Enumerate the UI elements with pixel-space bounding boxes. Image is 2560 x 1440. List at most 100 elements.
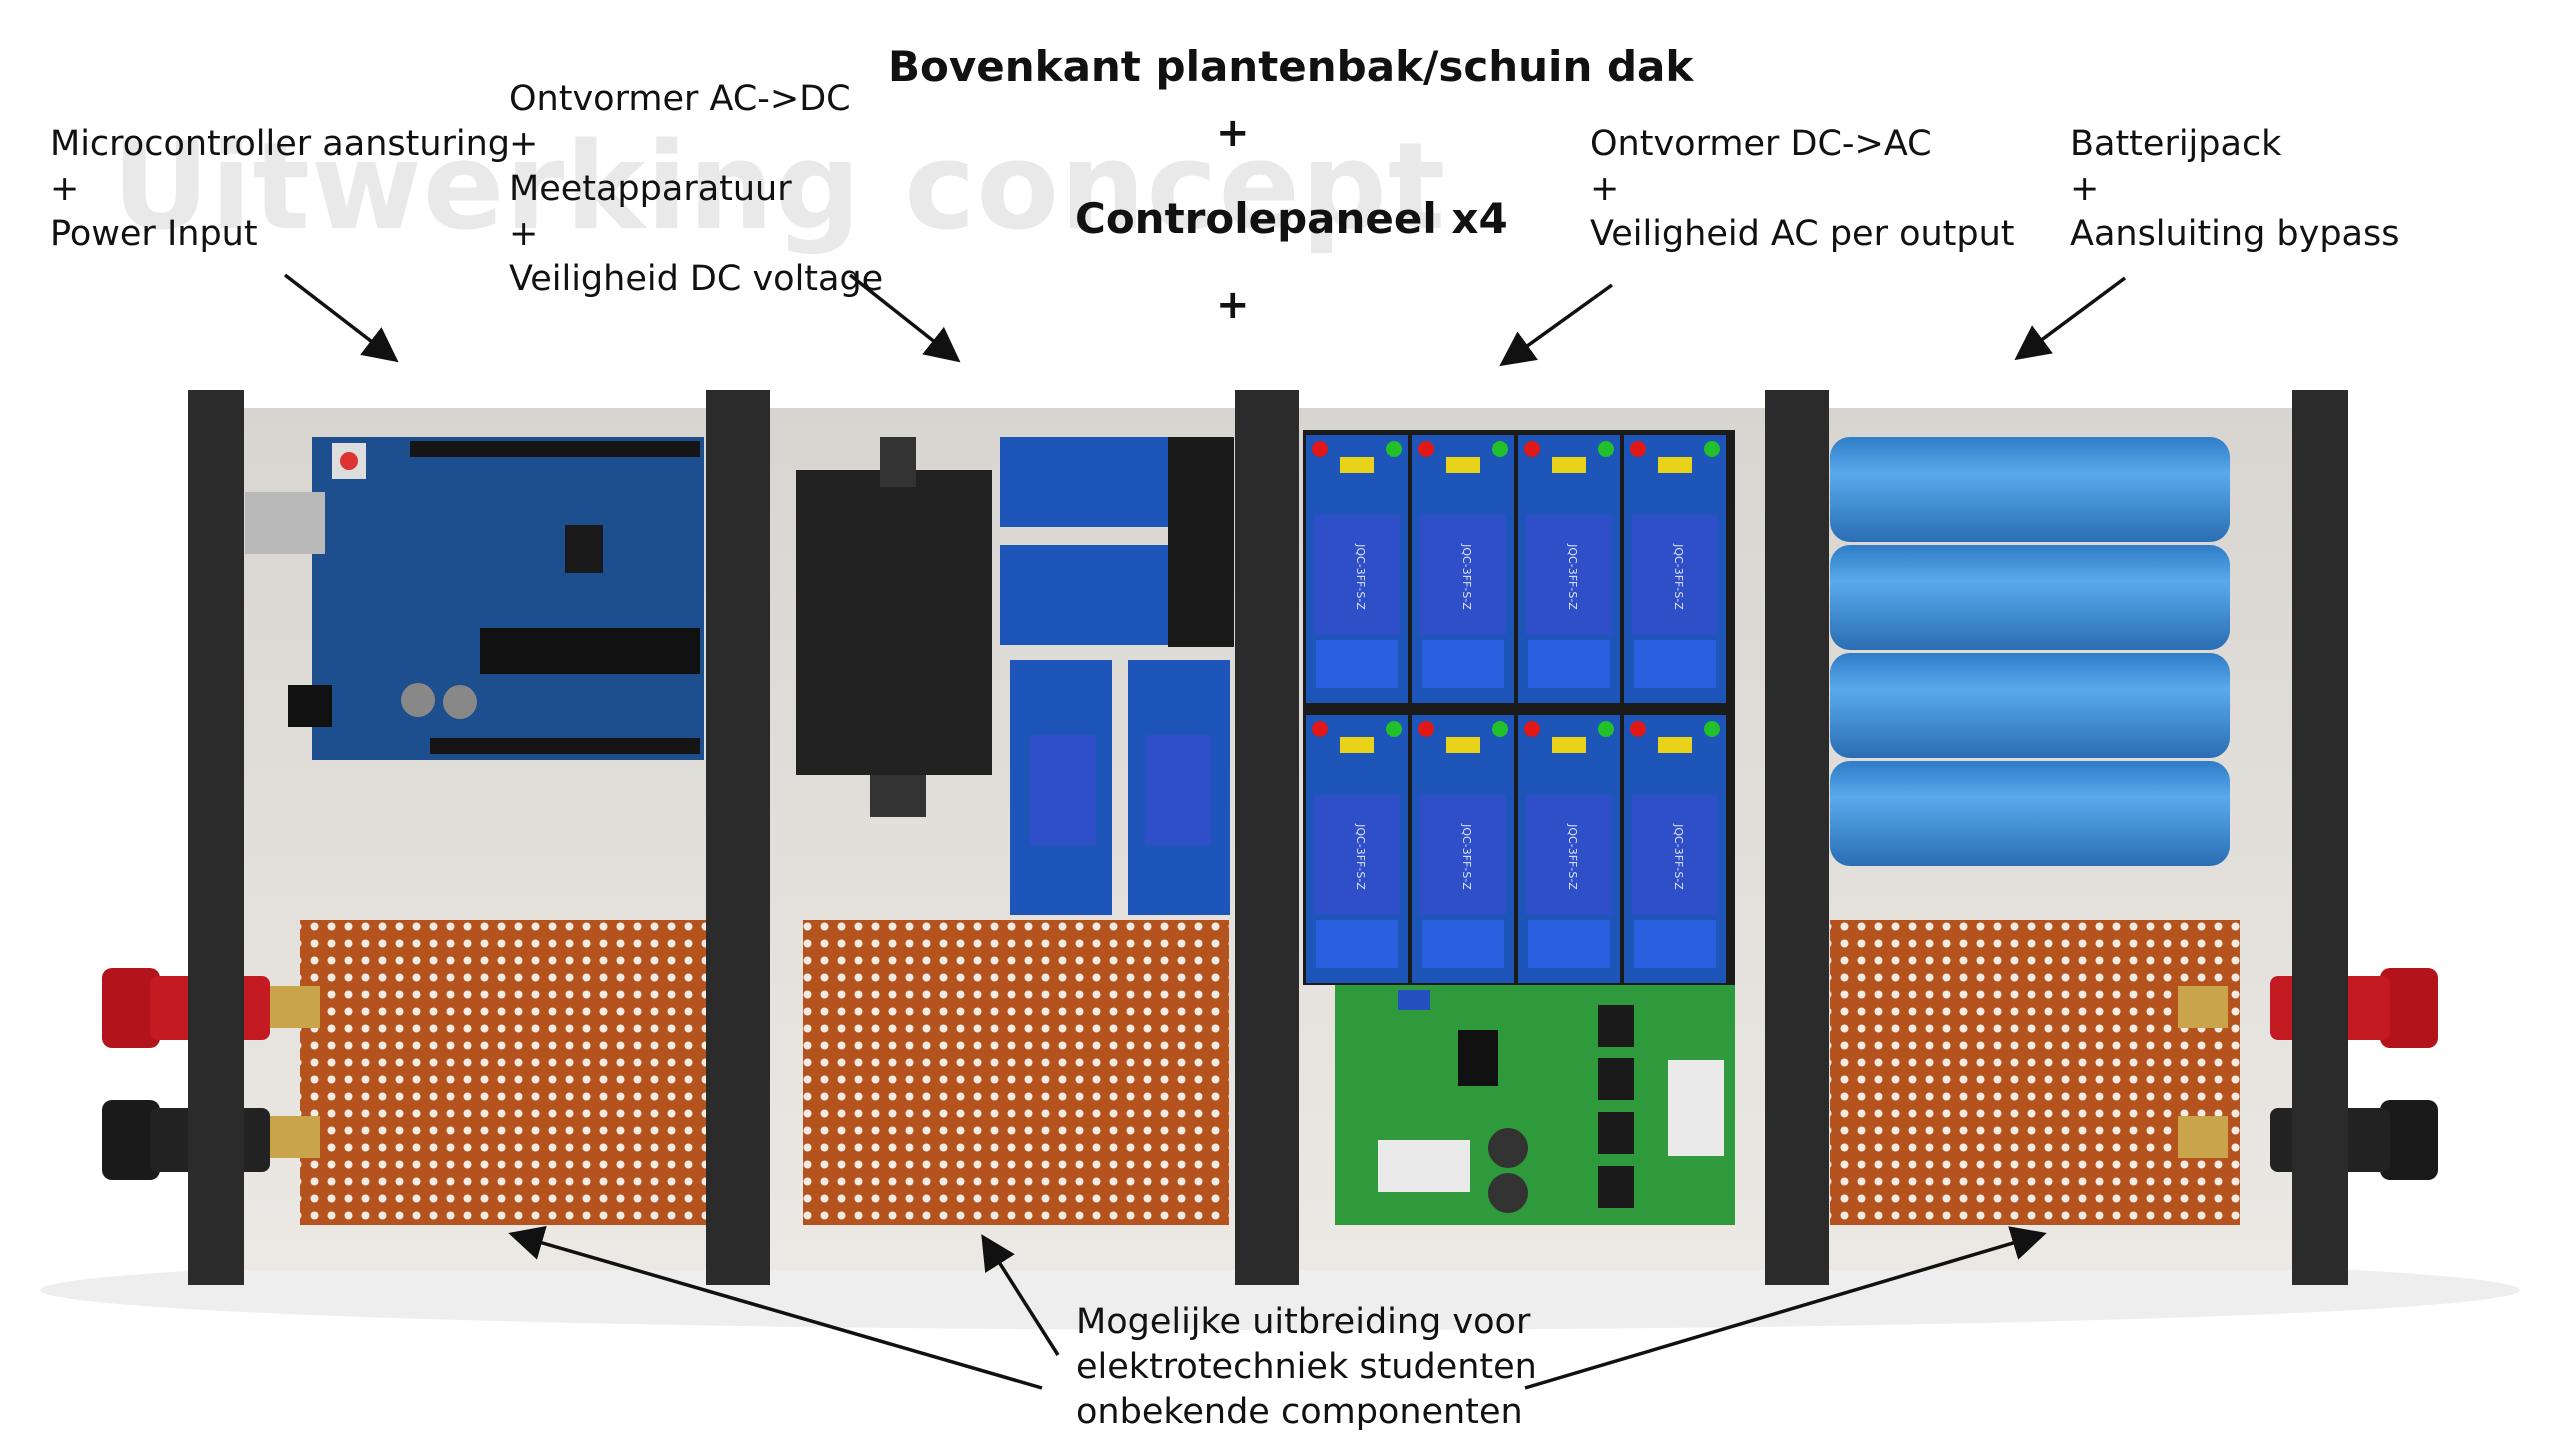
- header-bottom: [430, 738, 700, 754]
- perfboard-3: [1830, 920, 2240, 1225]
- arrow-expansion-left: [508, 1226, 1043, 1390]
- terminal-red-left: [102, 968, 160, 1048]
- relay-led-green-6: [1492, 721, 1508, 737]
- relay-model-label: JQC-3FF-S-Z: [1460, 823, 1473, 890]
- annotation-dc-ac: Ontvormer DC->AC + Veiligheid AC per out…: [1590, 124, 2015, 254]
- brass-nut-2: [270, 1116, 320, 1158]
- mosfet-3: [1598, 1112, 1634, 1154]
- capacitor-1: [401, 683, 435, 717]
- relay-terminal-2: [1422, 640, 1504, 688]
- annotation-battery: Batterijpack + Aansluiting bypass: [2070, 124, 2400, 254]
- relay-led-green-3: [1598, 441, 1614, 457]
- relay-led-green-1: [1386, 441, 1402, 457]
- power-supply-module: [796, 470, 992, 775]
- input-terminal: [1378, 1140, 1470, 1192]
- relay-led-red-5: [1312, 721, 1328, 737]
- terminal-red-right: [2380, 968, 2438, 1048]
- relay-grid: JQC-3FF-S-Z JQC-3FF-S-Z JQC-3FF-S-Z JQC-3FF…: [1306, 435, 1726, 983]
- sensor-board-2: [1000, 545, 1168, 645]
- relay-terminal-5: [1316, 920, 1398, 968]
- arrow-dc-ac: [1499, 283, 1614, 367]
- relay-small-2: [1145, 735, 1211, 845]
- mosfet-1: [1598, 1005, 1634, 1047]
- brass-nut-4: [2178, 1116, 2228, 1158]
- relay-4: [1632, 515, 1718, 635]
- electrolytic-cap-1: [1488, 1128, 1528, 1168]
- brass-nut-3: [2178, 986, 2228, 1028]
- driver-ic: [1458, 1030, 1498, 1086]
- battery-cell-1: [1830, 437, 2230, 542]
- relay-3: [1526, 515, 1612, 635]
- output-terminal: [1668, 1060, 1724, 1156]
- smd-chip: [565, 525, 603, 573]
- background-title: Uitwerking concept: [112, 118, 1447, 257]
- ac-dc-section: [796, 437, 1234, 1225]
- mosfet-2: [1598, 1058, 1634, 1100]
- relay-header-7: [1552, 737, 1586, 753]
- relay-led-green-4: [1704, 441, 1720, 457]
- relay-5: [1314, 795, 1400, 915]
- relay-header-1: [1340, 457, 1374, 473]
- terminal-block: [1168, 437, 1234, 647]
- arrow-ac-dc: [848, 273, 961, 363]
- usb-port: [245, 492, 325, 554]
- relay-led-green-2: [1492, 441, 1508, 457]
- annotation-ac-dc: Ontvormer AC->DC + Meetapparatuur + Veil…: [509, 79, 884, 299]
- relay-terminal-6: [1422, 920, 1504, 968]
- relay-2: [1420, 515, 1506, 635]
- battery-section: [1830, 437, 2240, 1225]
- frame-upright-3: [1235, 390, 1299, 1285]
- terminal-black-right: [2380, 1100, 2438, 1180]
- relay-8: [1632, 795, 1718, 915]
- frame-upright-1: [188, 390, 244, 1285]
- arrow-expansion-right: [1524, 1226, 2047, 1390]
- battery-cell-3: [1830, 653, 2230, 758]
- perfboard-2: [803, 920, 1229, 1225]
- battery-cell-2: [1830, 545, 2230, 650]
- relay-1: [1314, 515, 1400, 635]
- relay-header-3: [1552, 457, 1586, 473]
- perfboard-1: [300, 920, 710, 1225]
- relay-terminal-3: [1528, 640, 1610, 688]
- frame-upright-2: [706, 390, 770, 1285]
- brass-nut-1: [270, 986, 320, 1028]
- relay-led-green-5: [1386, 721, 1402, 737]
- relay-terminal-4: [1634, 640, 1716, 688]
- annotation-microcontroller: Microcontroller aansturing + Power Input: [50, 124, 511, 254]
- right-terminals: [2178, 968, 2438, 1180]
- relay-led-red-3: [1524, 441, 1540, 457]
- frame-upright-4: [1765, 390, 1829, 1285]
- relay-model-label: JQC-3FF-S-Z: [1672, 543, 1685, 610]
- relay-terminal-7: [1528, 920, 1610, 968]
- relay-model-label: JQC-3FF-S-Z: [1354, 823, 1367, 890]
- relay-7: [1526, 795, 1612, 915]
- relay-header-6: [1446, 737, 1480, 753]
- terminal-black-left: [102, 1100, 160, 1180]
- relay-model-label: JQC-3FF-S-Z: [1566, 543, 1579, 610]
- dc-ac-section: JQC-3FF-S-Z JQC-3FF-S-Z JQC-3FF-S-Z JQC-3FF…: [1303, 430, 1735, 1225]
- plus-sign-2: +: [1216, 282, 1250, 328]
- top-heading-control-panel: Controlepaneel x4: [1075, 194, 1508, 243]
- relay-led-red-4: [1630, 441, 1646, 457]
- relay-header-2: [1446, 457, 1480, 473]
- frame-upright-5: [2292, 390, 2348, 1285]
- relay-terminal-1: [1316, 640, 1398, 688]
- relay-model-label: JQC-3FF-S-Z: [1354, 543, 1367, 610]
- header-top: [410, 441, 700, 457]
- relay-led-red-6: [1418, 721, 1434, 737]
- sensor-board-1: [1000, 437, 1168, 527]
- relay-model-label: JQC-3FF-S-Z: [1566, 823, 1579, 890]
- arrow-battery: [2014, 276, 2127, 361]
- mount-tab-top: [880, 437, 916, 487]
- relay-led-red-8: [1630, 721, 1646, 737]
- relay-header-4: [1658, 457, 1692, 473]
- top-heading-roof: Bovenkant plantenbak/schuin dak: [888, 42, 1694, 91]
- relay-led-red-1: [1312, 441, 1328, 457]
- electrolytic-cap-2: [1488, 1173, 1528, 1213]
- microcontroller-chip: [480, 628, 700, 674]
- power-jack: [288, 685, 332, 727]
- mosfet-4: [1598, 1166, 1634, 1208]
- relay-model-label: JQC-3FF-S-Z: [1460, 543, 1473, 610]
- relay-led-green-7: [1598, 721, 1614, 737]
